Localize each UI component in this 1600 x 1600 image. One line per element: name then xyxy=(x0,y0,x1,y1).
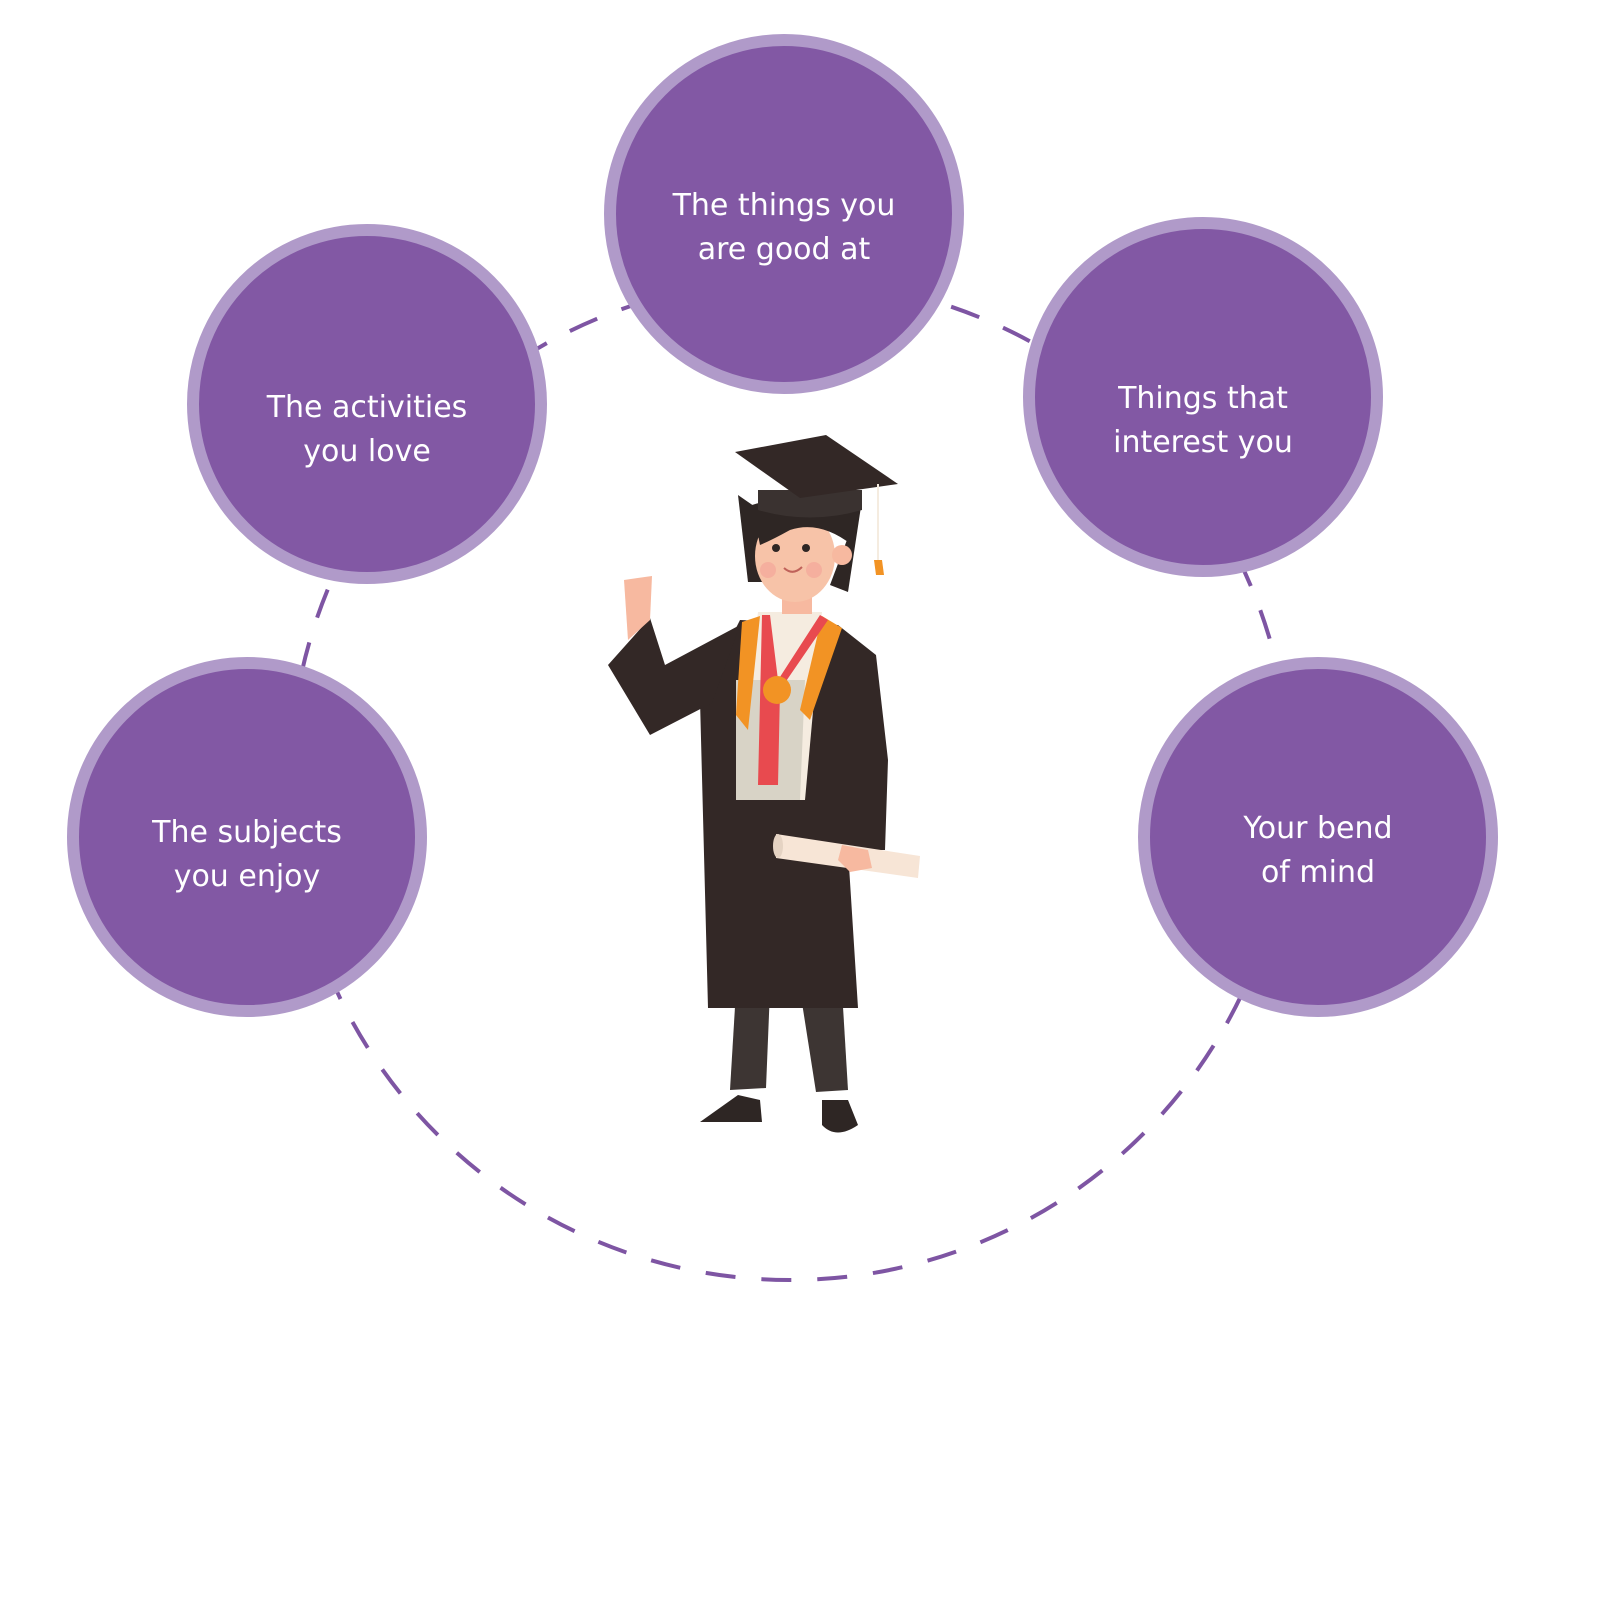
label-line: are good at xyxy=(697,232,871,267)
bubble-label: The activities you love xyxy=(199,386,535,474)
label-line: you enjoy xyxy=(173,859,321,894)
label-line: The activities xyxy=(266,390,468,425)
bubble-label: The subjects you enjoy xyxy=(79,811,415,899)
label-line: Things that xyxy=(1118,381,1288,416)
bubble-label: The things you are good at xyxy=(616,184,952,272)
label-line: you love xyxy=(303,434,431,469)
label-line: interest you xyxy=(1113,425,1293,460)
label-line: The subjects xyxy=(152,815,342,850)
label-line: The things you xyxy=(672,188,896,223)
label-line: of mind xyxy=(1260,855,1376,890)
bubble-label: Things that interest you xyxy=(1035,377,1371,465)
bubble-label: Your bend of mind xyxy=(1150,807,1486,895)
label-line: Your bend xyxy=(1243,811,1393,846)
